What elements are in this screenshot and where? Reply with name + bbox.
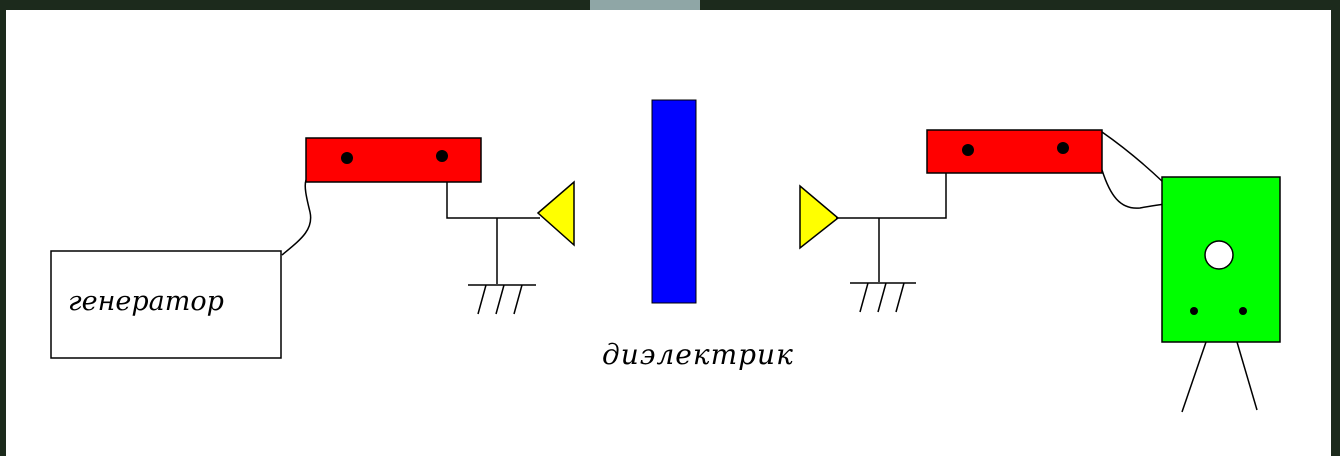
block-dot-left	[341, 152, 353, 164]
receiver-feed	[836, 172, 947, 219]
generator-box	[50, 250, 282, 359]
diagram-canvas	[50, 99, 1281, 413]
detector-wire-upper	[1101, 131, 1164, 183]
generator-label: генератор	[68, 286, 224, 317]
receiver-block	[926, 129, 1103, 174]
horn-antenna-left-icon	[536, 180, 575, 247]
detector-dial	[1204, 240, 1234, 270]
detector-wire-lower	[1101, 169, 1166, 209]
receiver-dot-right	[1057, 142, 1069, 154]
diagram-panel	[6, 10, 1331, 456]
detector-dot-right	[1239, 307, 1247, 315]
horn-antenna-right-icon	[799, 184, 840, 250]
ground-icon-right	[850, 282, 916, 313]
dielectric-label: диэлектрик	[602, 338, 794, 371]
ground-icon	[468, 284, 536, 315]
dielectric-plate	[651, 99, 697, 304]
tripod-icon	[1181, 341, 1258, 413]
transmitter-feed	[446, 182, 540, 219]
detector-dot-left	[1190, 307, 1198, 315]
generator-wire	[281, 179, 312, 256]
transmitter-block	[305, 137, 482, 183]
receiver-dot-left	[962, 144, 974, 156]
block-dot-right	[436, 150, 448, 162]
